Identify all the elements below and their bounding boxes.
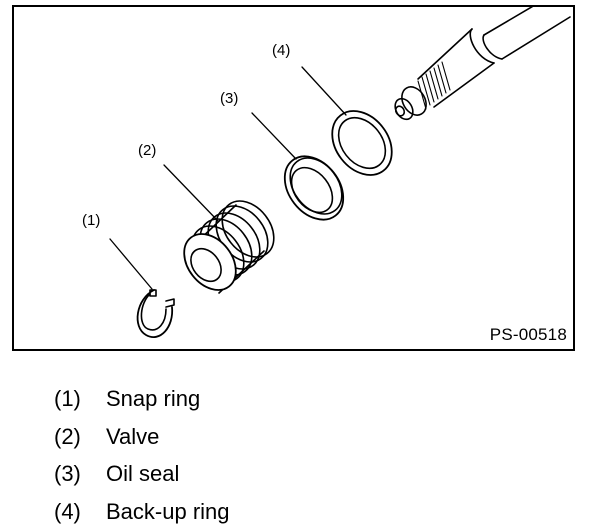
legend-label: Valve bbox=[106, 423, 160, 449]
legend-number: (4) bbox=[54, 498, 81, 524]
callout-3: (3) bbox=[220, 90, 238, 107]
parts-legend: (1) Snap ring (2) Valve (3) Oil seal (4) Bac… bbox=[54, 380, 230, 530]
legend-label: Back-up ring bbox=[106, 498, 230, 524]
exploded-view-drawing: (1) (2) (3) (4) bbox=[82, 7, 571, 338]
legend-number: (2) bbox=[54, 423, 81, 449]
callout-4: (4) bbox=[272, 42, 290, 59]
legend-item: (4) Back-up ring bbox=[54, 493, 230, 531]
legend-item: (3) Oil seal bbox=[54, 455, 230, 493]
valve-part bbox=[183, 200, 275, 294]
legend-number: (3) bbox=[54, 461, 81, 486]
callout-2: (2) bbox=[138, 142, 156, 159]
snap-ring-part bbox=[136, 289, 175, 338]
figure-code: PS-00518 bbox=[489, 325, 567, 344]
legend-item: (2) Valve bbox=[54, 418, 230, 456]
callout-1: (1) bbox=[82, 212, 100, 229]
legend-label: Snap ring bbox=[106, 386, 201, 411]
legend-item: (1) Snap ring bbox=[54, 380, 230, 418]
exploded-view-figure: (1) (2) (3) (4) PS-00518 bbox=[12, 5, 575, 351]
callout-leaders bbox=[109, 66, 347, 290]
legend-number: (1) bbox=[54, 386, 81, 411]
legend-label: Oil seal bbox=[106, 461, 180, 486]
shaft-part bbox=[394, 7, 571, 121]
back-up-ring-part bbox=[331, 110, 393, 176]
oil-seal-part bbox=[283, 155, 345, 221]
